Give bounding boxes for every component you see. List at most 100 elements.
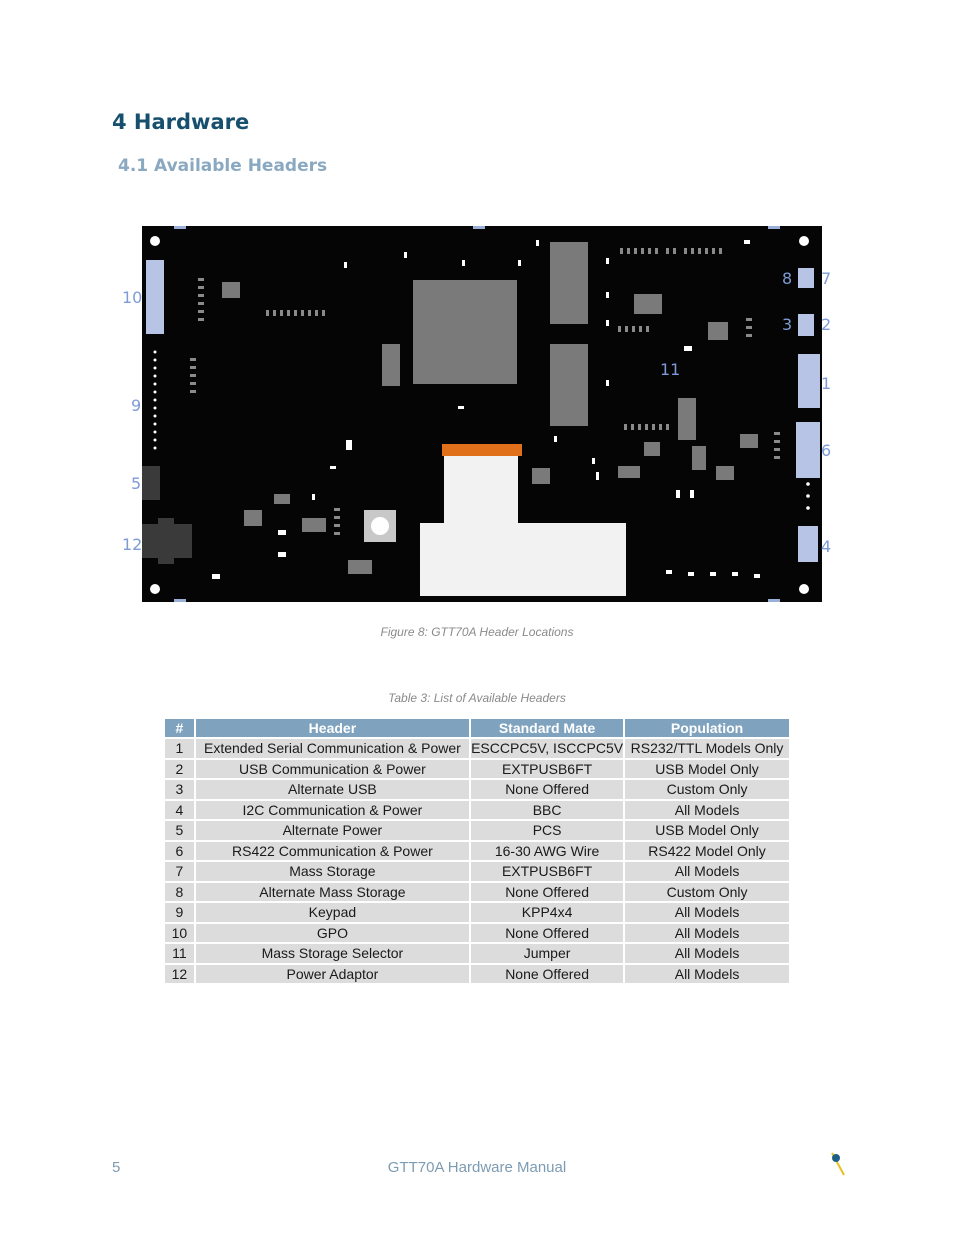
figure-label-1: 1 [821,374,831,393]
memory-chip [550,344,588,426]
column-header-header: Header [195,719,470,737]
display-flex-cable [420,456,626,596]
cell-population: USB Model Only [625,759,789,778]
cell-header: GPO [195,923,470,942]
cell-number: 2 [165,759,194,778]
cell-header: RS422 Communication & Power [195,841,470,860]
cell-population: All Models [625,923,789,942]
figure-label-11: 11 [660,360,680,379]
cell-header: Power Adaptor [195,964,470,983]
cell-population: All Models [625,800,789,819]
cell-header: Alternate Power [195,821,470,840]
mounting-hole [799,236,809,246]
cell-standard-mate: None Offered [471,780,624,799]
cell-header: Alternate Mass Storage [195,882,470,901]
header-1-connector [798,354,820,408]
figure-label-9: 9 [131,396,141,415]
cell-number: 6 [165,841,194,860]
figure-caption: Figure 8: GTT70A Header Locations [380,625,574,639]
figure-label-12: 12 [122,535,142,554]
cell-header: Alternate USB [195,780,470,799]
cell-population: Custom Only [625,882,789,901]
cell-number: 5 [165,821,194,840]
footer-title: GTT70A Hardware Manual [387,1159,567,1176]
figure-label-5: 5 [131,474,141,493]
table-caption: Table 3: List of Available Headers [388,691,566,705]
header-5-connector [142,466,160,500]
header-10-connector [146,260,164,334]
cell-population: USB Model Only [625,821,789,840]
figure-label-8: 8 [782,269,792,288]
header-6-connector [796,422,820,478]
mounting-hole [799,584,809,594]
flex-cable-connector [442,444,522,456]
mounting-hole [150,236,160,246]
cell-standard-mate: EXTPUSB6FT [471,862,624,881]
memory-chip [550,242,588,324]
figure-label-6: 6 [821,441,831,460]
cell-header: Mass Storage [195,862,470,881]
cell-number: 10 [165,923,194,942]
cell-number: 9 [165,903,194,922]
cell-header: USB Communication & Power [195,759,470,778]
figure-label-2: 2 [821,315,831,334]
cell-number: 4 [165,800,194,819]
cell-population: Custom Only [625,780,789,799]
cell-standard-mate: 16-30 AWG Wire [471,841,624,860]
main-processor-chip [413,280,517,384]
figure-label-4: 4 [821,537,831,556]
pcb-board-image: 10 9 5 12 8 7 3 2 1 6 4 11 [122,226,831,602]
header-4-connector [798,526,818,562]
cell-header: Extended Serial Communication & Power [195,739,470,758]
figure-label-3: 3 [782,315,792,334]
cell-number: 1 [165,739,194,758]
cell-population: RS232/TTL Models Only [625,739,789,758]
cell-standard-mate: None Offered [471,964,624,983]
cell-number: 12 [165,964,194,983]
cell-number: 11 [165,944,194,963]
cell-population: All Models [625,903,789,922]
cell-standard-mate: EXTPUSB6FT [471,759,624,778]
cell-number: 8 [165,882,194,901]
cell-standard-mate: PCS [471,821,624,840]
column-header-standard-mate: Standard Mate [471,719,624,737]
cell-header: I2C Communication & Power [195,800,470,819]
cell-standard-mate: KPP4x4 [471,903,624,922]
cell-standard-mate: ESCCPC5V, ISCCPC5V [471,739,624,758]
cell-population: RS422 Model Only [625,841,789,860]
section-heading: 4 Hardware [112,110,250,134]
cell-standard-mate: Jumper [471,944,624,963]
subsection-heading: 4.1 Available Headers [118,156,328,176]
company-logo-icon [831,1152,845,1176]
cell-standard-mate: None Offered [471,882,624,901]
footer-page-number: 5 [112,1159,121,1176]
cell-number: 3 [165,780,194,799]
column-header-number: # [165,719,194,737]
table-header-row: # Header Standard Mate Population [165,719,789,737]
figure-label-7: 7 [821,269,831,288]
cell-population: All Models [625,944,789,963]
cell-population: All Models [625,862,789,881]
mounting-hole [150,584,160,594]
header-2-connector [798,314,814,336]
column-header-population: Population [625,719,789,737]
figure-label-10: 10 [122,288,142,307]
header-7-connector [798,268,814,288]
cell-population: All Models [625,964,789,983]
cell-number: 7 [165,862,194,881]
cell-standard-mate: None Offered [471,923,624,942]
board-figure: 10 9 5 12 8 7 3 2 1 6 4 11 [118,222,838,606]
cell-header: Mass Storage Selector [195,944,470,963]
